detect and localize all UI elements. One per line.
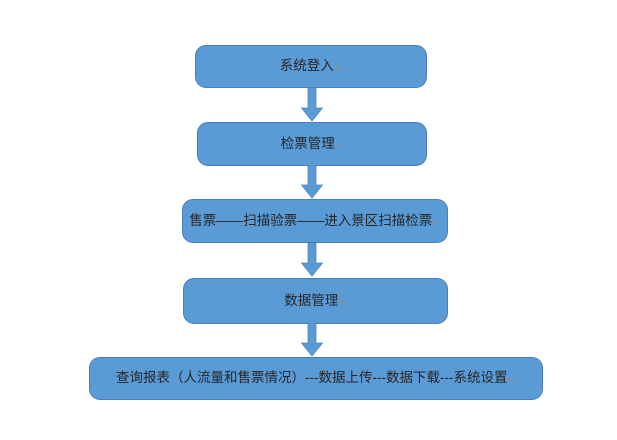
line-break-mark: ↵	[433, 217, 441, 228]
flow-node-data-management: 数据管理↵	[183, 278, 448, 324]
flow-node-ticket-check-management: 检票管理↵	[197, 122, 427, 166]
down-arrow-icon	[300, 323, 324, 357]
down-arrow-icon	[300, 165, 324, 199]
line-break-mark: ↵	[334, 63, 343, 74]
flow-node-reports-and-settings: 查询报表（人流量和售票情况）---数据上传---数据下载---系统设置↵	[89, 357, 543, 400]
node-label: 系统登入	[279, 58, 334, 74]
node-label: 检票管理	[280, 135, 335, 151]
node-label: 售票——扫描验票——进入景区扫描检票	[189, 212, 433, 228]
flow-node-ticketing-scan-flow: 售票——扫描验票——进入景区扫描检票↵	[182, 199, 448, 243]
node-label: 查询报表（人流量和售票情况）---数据上传---数据下载---系统设置	[115, 370, 508, 386]
line-break-mark: ↵	[335, 140, 344, 151]
line-break-mark: ↵	[508, 375, 516, 386]
node-label: 数据管理	[284, 292, 339, 308]
down-arrow-icon	[300, 88, 324, 122]
flow-node-system-login: 系统登入↵	[195, 45, 427, 88]
line-break-mark: ↵	[339, 297, 347, 308]
down-arrow-icon	[300, 243, 324, 277]
